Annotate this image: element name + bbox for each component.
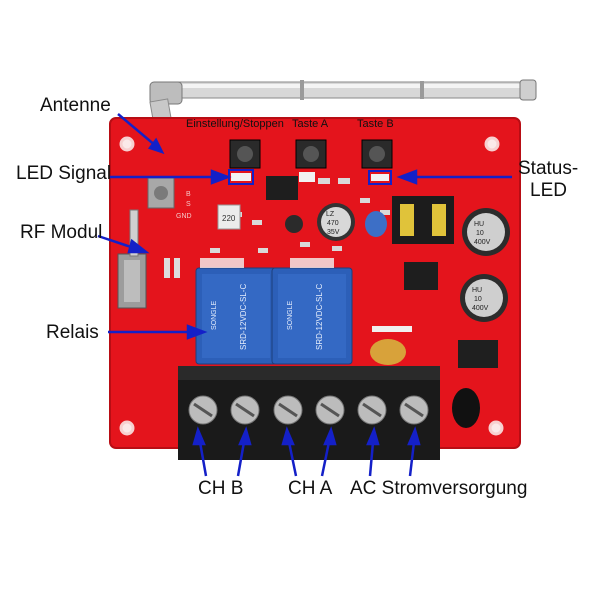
label-button-a: Taste A — [292, 118, 329, 130]
cap-470-line2: 470 — [327, 220, 339, 227]
label-ch-a: CH A — [288, 478, 333, 499]
relay-1-brand: SONGLE — [211, 300, 218, 330]
varistor — [452, 388, 480, 428]
silk-labels: B S GND — [176, 191, 192, 220]
silk-gnd: GND — [176, 213, 192, 220]
status-led-box — [368, 170, 392, 185]
label-button-b: Taste B — [357, 118, 394, 130]
cap-220-label: 220 — [222, 214, 236, 223]
rf-module — [117, 209, 180, 309]
label-ch-b: CH B — [198, 478, 244, 499]
cap-470-line3: 35V — [327, 229, 340, 236]
relay-2-brand: SONGLE — [287, 300, 294, 330]
label-button-setup: Einstellung/Stoppen — [186, 118, 284, 130]
label-status-led-1: Status- — [518, 158, 579, 179]
label-led-signal: LED Signal — [16, 163, 112, 184]
relay-2-model: SRD-12VDC-SL-C — [315, 284, 324, 350]
small-smd — [299, 172, 315, 182]
silk-b: B — [186, 191, 191, 198]
resistor — [372, 326, 412, 332]
cap-large-1-line2: 10 — [476, 230, 484, 237]
cap-470-line1: LZ — [326, 211, 335, 218]
inductor — [285, 215, 303, 233]
mounting-holes — [119, 136, 504, 436]
label-antenna: Antenne — [40, 95, 111, 116]
power-ic — [404, 262, 438, 290]
capacitor-large-2: HU 10 400V — [460, 274, 508, 322]
x-capacitor — [370, 339, 406, 365]
relay-2: SRD-12VDC-SL-C SONGLE — [271, 267, 353, 365]
transformer — [392, 196, 454, 244]
cap-large-2-line1: HU — [472, 287, 482, 294]
relay-1-model: SRD-12VDC-SL-C — [239, 284, 248, 350]
capacitor-470: LZ 470 35V — [317, 203, 355, 241]
terminal-block — [178, 366, 440, 460]
tactile-buttons — [229, 139, 393, 169]
relay-1: SRD-12VDC-SL-C SONGLE — [195, 267, 277, 365]
svg-text:S: S — [186, 201, 191, 208]
label-status-led-2: LED — [530, 180, 567, 201]
cap-large-1-line3: 400V — [474, 239, 491, 246]
label-relays: Relais — [46, 322, 99, 343]
label-rf-module: RF Modul — [20, 222, 103, 243]
cap-large-1-line1: HU — [474, 221, 484, 228]
cap-large-2-line2: 10 — [474, 296, 482, 303]
label-ac-power: AC Stromversorgung — [350, 478, 528, 499]
capacitor-220 — [217, 204, 241, 230]
bridge-rectifier — [458, 340, 498, 368]
ceramic-capacitor — [365, 211, 387, 237]
cap-large-2-line3: 400V — [472, 305, 489, 312]
main-ic — [266, 176, 298, 200]
annotation-lines — [97, 113, 512, 477]
capacitor-large-1: HU 10 400V — [462, 208, 510, 256]
